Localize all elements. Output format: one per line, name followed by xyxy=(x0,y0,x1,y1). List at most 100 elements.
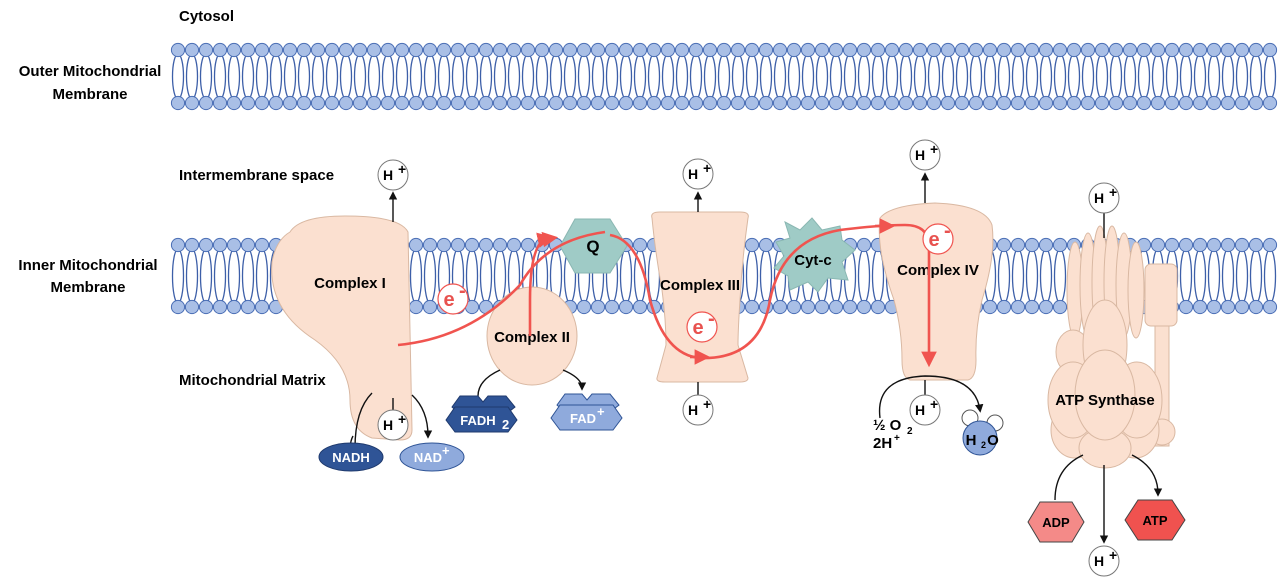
lipid-head xyxy=(254,299,270,315)
lipid-head xyxy=(842,299,858,315)
svg-text:H: H xyxy=(688,402,698,418)
lipid-head xyxy=(716,95,732,111)
inner-membrane-label-line2: Membrane xyxy=(50,279,125,296)
proton-complex-4-bottom: H + xyxy=(909,394,941,426)
lipid-head xyxy=(1024,42,1040,58)
fad-plus-badge[interactable]: FAD + xyxy=(550,393,623,431)
lipid-head xyxy=(464,42,480,58)
atp-synthase[interactable]: ATP Synthase xyxy=(1047,225,1178,469)
electron-path-complex-1-to-q xyxy=(397,230,606,347)
svg-text:2: 2 xyxy=(981,440,986,450)
lipid-head xyxy=(660,95,676,111)
lipid-head xyxy=(800,95,816,111)
lipid-head xyxy=(1094,95,1110,111)
lipid-tail xyxy=(339,53,353,100)
ubiquinone-label: Q xyxy=(586,237,599,256)
cytochrome-c[interactable]: Cyt-c xyxy=(773,217,856,293)
lipid-head xyxy=(1108,42,1124,58)
svg-text:2H: 2H xyxy=(873,435,892,452)
lipid-head xyxy=(1010,42,1026,58)
fadh2-badge[interactable]: FADH 2 xyxy=(445,395,518,433)
lipid-head xyxy=(436,237,452,253)
lipid-head xyxy=(450,42,466,58)
svg-text:H: H xyxy=(1094,190,1104,206)
adp-badge[interactable]: ADP xyxy=(1027,501,1085,543)
lipid-head xyxy=(772,95,788,111)
lipid-head xyxy=(730,95,746,111)
lipid-head xyxy=(170,237,186,253)
lipid-head xyxy=(506,237,522,253)
complex-1[interactable]: Complex I xyxy=(271,215,413,441)
lipid-tail xyxy=(241,53,255,100)
lipid-head xyxy=(226,95,242,111)
nadh-to-complex-1-arc xyxy=(354,392,373,449)
svg-text:FADH: FADH xyxy=(460,413,495,428)
lipid-head xyxy=(240,42,256,58)
lipid-head xyxy=(184,237,200,253)
lipid-head xyxy=(968,95,984,111)
lipid-head xyxy=(310,95,326,111)
lipid-head xyxy=(198,299,214,315)
lipid-head xyxy=(184,299,200,315)
complex-4-label: Complex IV xyxy=(897,262,979,279)
lipid-head xyxy=(1024,95,1040,111)
lipid-tail xyxy=(213,248,227,304)
lipid-head xyxy=(786,95,802,111)
lipid-tail xyxy=(535,53,549,100)
lipid-head xyxy=(380,42,396,58)
lipid-tail xyxy=(1263,53,1277,100)
complex-3[interactable]: Complex III xyxy=(651,211,749,383)
lipid-head xyxy=(1038,42,1054,58)
nadh-badge[interactable]: NADH xyxy=(318,442,384,472)
complex-4[interactable]: Complex IV xyxy=(878,202,994,381)
lipid-head xyxy=(842,95,858,111)
lipid-head xyxy=(226,299,242,315)
lipid-head xyxy=(856,299,872,315)
lipid-head xyxy=(520,237,536,253)
lipid-head xyxy=(1178,42,1194,58)
lipid-tail xyxy=(1207,53,1221,100)
lipid-tail xyxy=(479,248,493,304)
svg-text:2: 2 xyxy=(907,426,913,437)
lipid-head xyxy=(240,299,256,315)
lipid-head xyxy=(660,42,676,58)
complex-2[interactable]: Complex II xyxy=(486,286,578,386)
lipid-tail xyxy=(367,53,381,100)
lipid-head xyxy=(408,299,424,315)
lipid-tail xyxy=(745,53,759,100)
lipid-head xyxy=(268,42,284,58)
lipid-head xyxy=(184,95,200,111)
lipid-tail xyxy=(1249,248,1263,304)
lipid-head xyxy=(324,95,340,111)
lipid-tail xyxy=(1179,53,1193,100)
lipid-head xyxy=(254,42,270,58)
lipid-tail xyxy=(1235,248,1249,304)
lipid-head xyxy=(366,95,382,111)
lipid-head xyxy=(338,42,354,58)
lipid-head xyxy=(772,42,788,58)
svg-text:+: + xyxy=(1109,547,1117,563)
lipid-tail xyxy=(591,53,605,100)
atp-badge[interactable]: ATP xyxy=(1124,499,1186,541)
lipid-head xyxy=(436,42,452,58)
lipid-tail xyxy=(563,53,577,100)
lipid-tail xyxy=(451,53,465,100)
lipid-head xyxy=(478,42,494,58)
svg-text:H: H xyxy=(1094,553,1104,569)
lipid-head xyxy=(1178,95,1194,111)
lipid-head xyxy=(786,42,802,58)
lipid-tail xyxy=(857,248,871,304)
lipid-head xyxy=(618,95,634,111)
lipid-head xyxy=(856,95,872,111)
svg-text:e: e xyxy=(928,229,939,251)
lipid-head xyxy=(534,42,550,58)
lipid-head xyxy=(422,42,438,58)
lipid-tail xyxy=(843,53,857,100)
water-molecule[interactable]: H 2 O xyxy=(961,409,1004,456)
outer-membrane-label-line2: Membrane xyxy=(52,86,127,103)
lipid-head xyxy=(856,42,872,58)
lipid-head xyxy=(1038,237,1054,253)
svg-text:+: + xyxy=(930,141,938,157)
nad-plus-badge[interactable]: NAD + xyxy=(399,442,465,472)
lipid-head xyxy=(674,42,690,58)
